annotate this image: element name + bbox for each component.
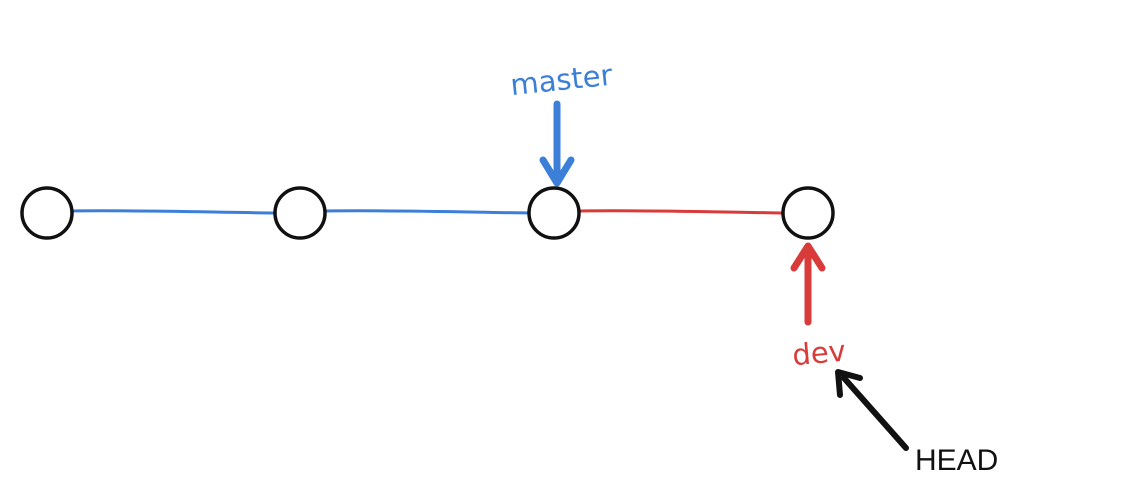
commit-node-2	[273, 186, 327, 240]
commit-node-3	[527, 186, 581, 240]
master-history-line-1	[70, 209, 276, 215]
head-label: HEAD	[915, 444, 998, 477]
master-branch-label: master	[509, 58, 614, 103]
dev-branch-label: dev	[791, 334, 847, 373]
commit-node-4	[781, 186, 835, 240]
head-pointer-arrow	[835, 369, 909, 451]
master-pointer-arrow	[539, 100, 575, 187]
commit-node-1	[20, 186, 74, 240]
dev-history-line	[578, 209, 784, 215]
dev-pointer-arrow	[790, 242, 826, 326]
master-history-line-2	[324, 209, 530, 215]
